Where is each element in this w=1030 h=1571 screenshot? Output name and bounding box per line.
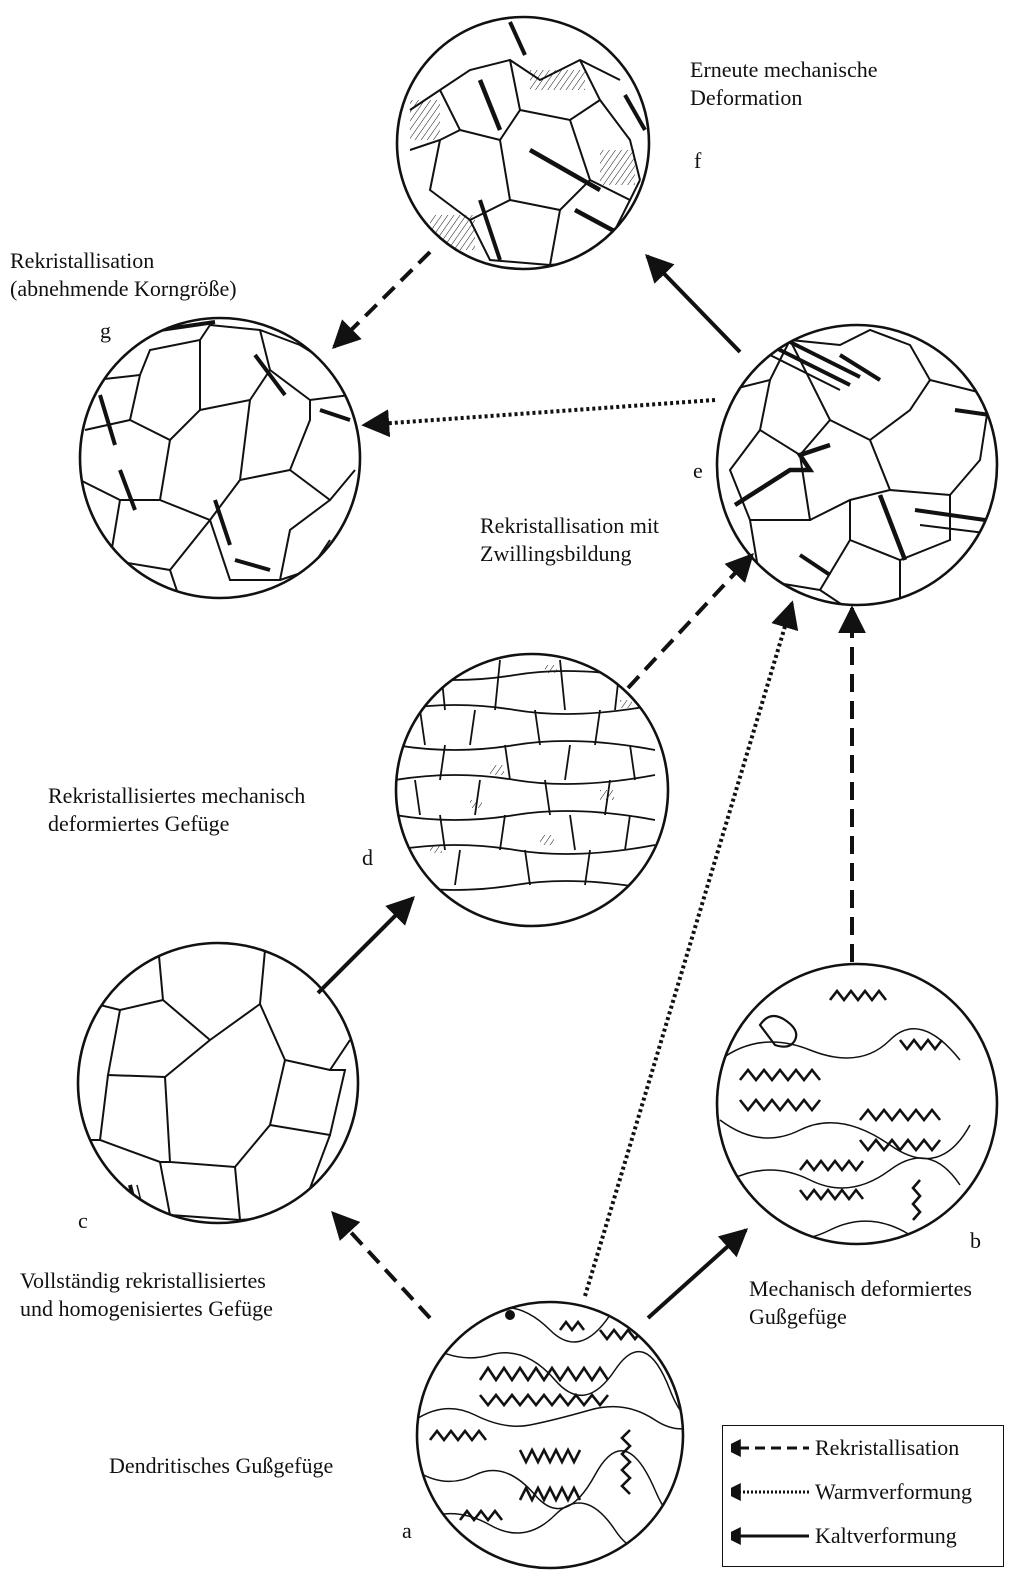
legend-label-warmverformung: Warmverformung	[815, 1479, 972, 1505]
arrow-c-to-d	[318, 898, 413, 993]
legend-solid-arrow-icon	[731, 1526, 811, 1546]
node-d-letter: d	[362, 845, 373, 871]
arrow-e-to-f	[647, 256, 740, 352]
legend-dashed-arrow-icon	[731, 1438, 811, 1458]
microstructure-e	[717, 325, 997, 610]
arrow-a-to-b	[648, 1230, 746, 1318]
legend-row-warmverformung: Warmverformung	[731, 1476, 999, 1510]
caption-a: Dendritisches Gußgefüge	[109, 1453, 333, 1478]
node-f-letter: f	[694, 148, 701, 174]
caption-c-line1: Vollständig rekristallisiertes	[20, 1268, 266, 1293]
arrow-a-to-c	[333, 1213, 430, 1318]
arrow-f-to-g	[334, 252, 430, 347]
legend-label-kaltverformung: Kaltverformung	[815, 1523, 957, 1549]
caption-d-line2: deformiertes Gefüge	[48, 811, 229, 836]
caption-c-line2: und homogenisiertes Gefüge	[20, 1296, 273, 1321]
caption-e-line1: Rekristallisation mit	[480, 513, 659, 538]
node-a-letter: a	[402, 1518, 412, 1544]
node-c-letter: c	[78, 1208, 88, 1234]
caption-g-line1: Rekristallisation	[10, 248, 154, 273]
arrow-e-to-g	[364, 400, 715, 425]
microstructure-g	[80, 318, 360, 600]
microstructure-f	[397, 17, 649, 269]
legend-row-kaltverformung: Kaltverformung	[731, 1520, 999, 1554]
arrow-d-to-e	[628, 555, 752, 688]
legend-label-rekristallisation: Rekristallisation	[815, 1435, 959, 1461]
edges	[318, 252, 852, 1318]
legend: Rekristallisation Warmverformung Kaltver…	[722, 1425, 1004, 1567]
node-e-letter: e	[693, 458, 703, 484]
microstructure-b	[717, 964, 997, 1244]
caption-b-line2: Gußgefüge	[749, 1304, 847, 1329]
caption-d-line1: Rekristallisiertes mechanisch	[48, 783, 305, 808]
caption-b-line1: Mechanisch deformiertes	[749, 1276, 972, 1301]
microstructure-a	[415, 1297, 730, 1568]
caption-f-line2: Deformation	[690, 85, 802, 110]
microstructure-c	[78, 943, 358, 1225]
caption-e-line2: Zwillingsbildung	[480, 541, 632, 566]
legend-row-rekristallisation: Rekristallisation	[731, 1432, 999, 1466]
legend-dotted-arrow-icon	[731, 1482, 811, 1502]
node-b-letter: b	[970, 1228, 981, 1254]
caption-f-line1: Erneute mechanische	[690, 57, 878, 82]
microstructure-d	[395, 654, 668, 926]
node-g-letter: g	[100, 318, 111, 344]
caption-g-line2: (abnehmende Korngröße)	[10, 276, 237, 301]
